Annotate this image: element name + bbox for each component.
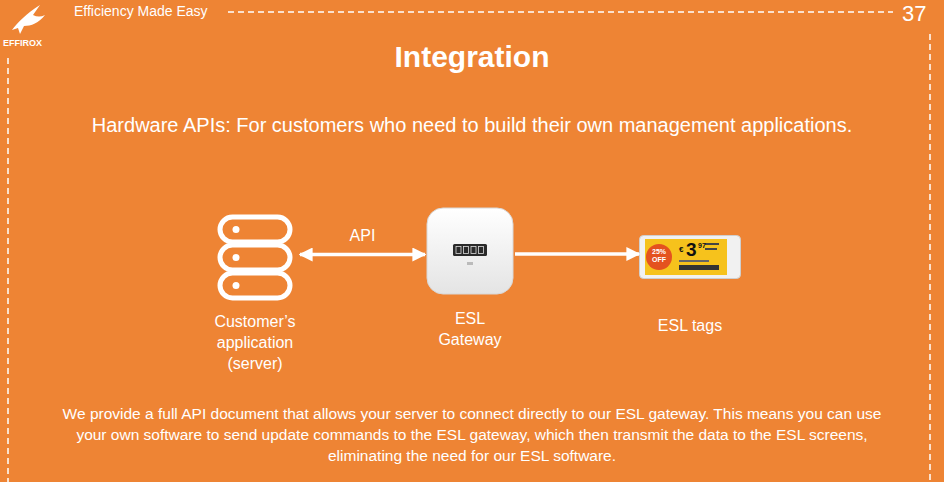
logo-bird	[12, 5, 45, 34]
tag-body	[640, 236, 741, 279]
edge-label: API	[323, 227, 403, 245]
server-unit	[220, 245, 290, 270]
node-label: ESL Gateway	[425, 308, 515, 350]
display-digit	[471, 247, 476, 254]
dashed-border	[228, 11, 893, 13]
tag-node: ESL tags	[639, 235, 741, 279]
gateway-body	[427, 208, 513, 294]
display-digit	[464, 247, 469, 254]
subtitle: Hardware APIs: For customers who need to…	[0, 114, 944, 137]
logo-text: EFFIROX	[3, 38, 42, 48]
connector-arrow	[300, 253, 425, 257]
esl-tag	[639, 235, 741, 279]
gateway-slot	[467, 262, 473, 265]
tag-screen	[645, 239, 727, 275]
discount-badge	[646, 244, 672, 270]
gateway-display	[453, 244, 487, 256]
server-icon	[210, 213, 300, 303]
server-led	[233, 282, 240, 289]
tag-text-line	[705, 248, 717, 250]
server-unit	[220, 217, 290, 242]
page-number: 37	[902, 1, 926, 26]
server-led	[233, 226, 240, 233]
node-label: Customer’s application (server)	[190, 311, 320, 374]
gateway-node: ESL Gateway	[425, 206, 515, 296]
header-tagline: Efficiency Made Easy	[74, 3, 208, 19]
server-unit	[220, 273, 290, 298]
tag-barcode	[679, 265, 719, 270]
display-digit	[456, 247, 461, 254]
server-led	[233, 254, 240, 261]
tag-text-line	[705, 243, 719, 245]
connector-arrow	[515, 252, 639, 256]
tag-text-line	[679, 260, 709, 262]
gateway-device	[425, 206, 515, 296]
dashed-border	[929, 34, 931, 482]
server-node: Customer’s application (server)	[210, 213, 300, 303]
dashed-border	[7, 58, 9, 482]
display-digit	[479, 247, 484, 254]
slide-title: Integration	[0, 40, 944, 75]
node-label: ESL tags	[630, 315, 750, 336]
caption-text: We provide a full API document that allo…	[62, 403, 882, 466]
